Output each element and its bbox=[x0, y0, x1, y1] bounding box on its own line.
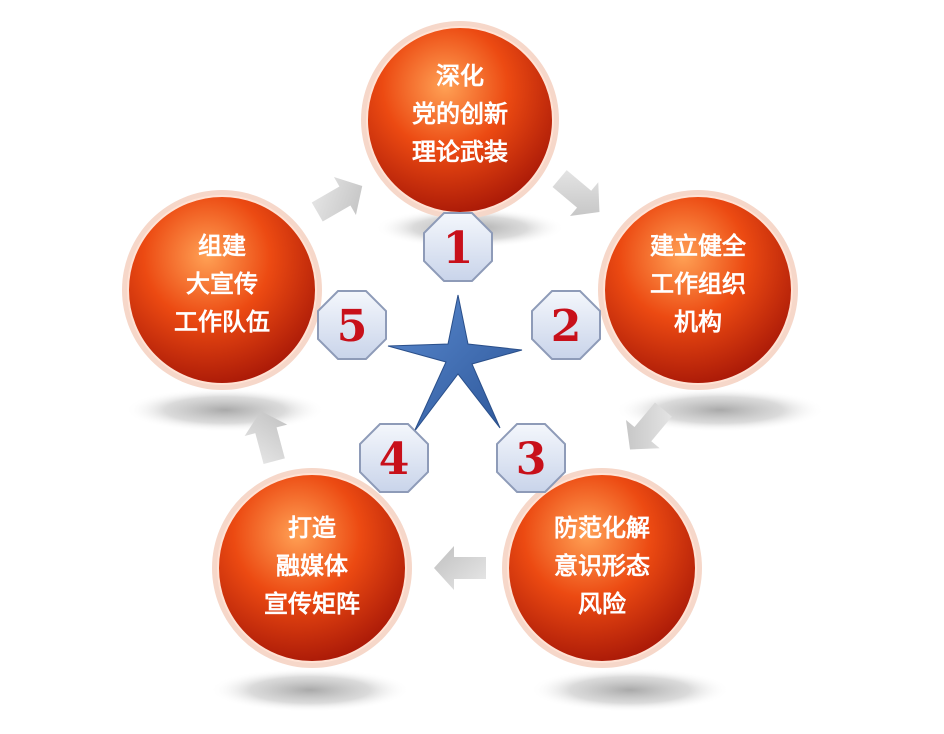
step-4-line-3: 宣传矩阵 bbox=[264, 590, 360, 618]
step-circle-3: 防范化解 意识形态 风险 bbox=[502, 468, 702, 668]
step-3-line-1: 防范化解 bbox=[554, 514, 650, 542]
arrow-icon-3-to-4 bbox=[434, 546, 486, 590]
step-circle-2: 建立健全 工作组织 机构 bbox=[598, 190, 798, 390]
step-badge-4-number: 4 bbox=[379, 434, 410, 485]
step-5-line-1: 组建 bbox=[198, 232, 246, 260]
step-2-line-1: 建立健全 bbox=[650, 232, 747, 260]
step-circle-4: 打造 融媒体 宣传矩阵 bbox=[212, 468, 412, 668]
step-badge-3: 3 bbox=[496, 423, 566, 493]
step-badge-1: 1 bbox=[423, 212, 493, 282]
arrow-icon-5-to-1 bbox=[311, 176, 363, 222]
circle-shadow-3 bbox=[530, 668, 730, 712]
arrow-icon-1-to-2 bbox=[552, 170, 600, 216]
step-badge-4: 4 bbox=[359, 423, 429, 493]
step-5-line-2: 大宣传 bbox=[186, 270, 258, 298]
step-2-line-2: 工作组织 bbox=[650, 270, 746, 298]
circle-shadow-5 bbox=[125, 388, 325, 432]
step-3-line-2: 意识形态 bbox=[554, 552, 650, 580]
circle-shadow-4 bbox=[210, 668, 410, 712]
step-badge-5: 5 bbox=[317, 290, 387, 360]
circle-shadows bbox=[125, 208, 825, 712]
step-badge-2-number: 2 bbox=[551, 301, 582, 352]
step-badge-2: 2 bbox=[531, 290, 601, 360]
step-1-line-2: 党的创新 bbox=[412, 100, 508, 128]
star-icon bbox=[387, 294, 523, 433]
octagon-icon bbox=[531, 290, 601, 360]
step-4-line-2: 融媒体 bbox=[276, 552, 349, 580]
step-3-line-3: 风险 bbox=[578, 590, 627, 618]
flow-arrows bbox=[244, 170, 672, 590]
arrow-icon-2-to-3 bbox=[626, 402, 672, 450]
step-badge-3-number: 3 bbox=[516, 434, 547, 485]
step-2-line-3: 机构 bbox=[674, 308, 722, 336]
octagon-icon bbox=[359, 423, 429, 493]
arrow-icon-4-to-5 bbox=[244, 410, 288, 465]
octagon-icon bbox=[496, 423, 566, 493]
step-1-line-1: 深化 bbox=[436, 62, 484, 90]
octagon-icon bbox=[317, 290, 387, 360]
step-badge-5-number: 5 bbox=[337, 301, 368, 352]
step-circle-5: 组建 大宣传 工作队伍 bbox=[122, 190, 322, 390]
octagon-icon bbox=[423, 212, 493, 282]
step-5-line-3: 工作队伍 bbox=[174, 308, 270, 336]
step-badge-1-number: 1 bbox=[443, 223, 474, 274]
step-1-line-3: 理论武装 bbox=[412, 138, 508, 166]
step-4-line-1: 打造 bbox=[288, 514, 336, 542]
step-circle-1: 深化 党的创新 理论武装 bbox=[361, 21, 559, 219]
